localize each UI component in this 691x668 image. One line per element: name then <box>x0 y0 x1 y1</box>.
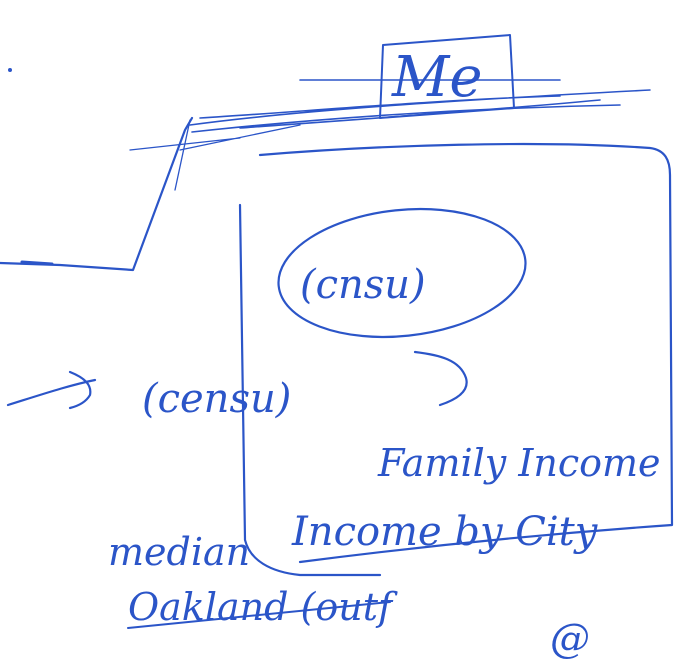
corner-mark: @ <box>550 616 590 662</box>
left-arrow <box>8 372 95 408</box>
family-income-label: Family Income <box>377 441 661 485</box>
census-left-label: (censu) <box>142 376 291 422</box>
bubble-arrow <box>415 352 467 405</box>
folder-left-accent <box>22 262 52 264</box>
income-by-city-label: Income by City <box>291 509 599 555</box>
census-bubble-label: (cnsu) <box>300 262 426 308</box>
median-label: median <box>108 530 250 574</box>
folder-outline-left <box>0 118 192 270</box>
oakland-label: Oakland (outf <box>128 585 398 629</box>
stray-dot <box>8 68 12 72</box>
folder-inner-scribble <box>130 120 300 190</box>
